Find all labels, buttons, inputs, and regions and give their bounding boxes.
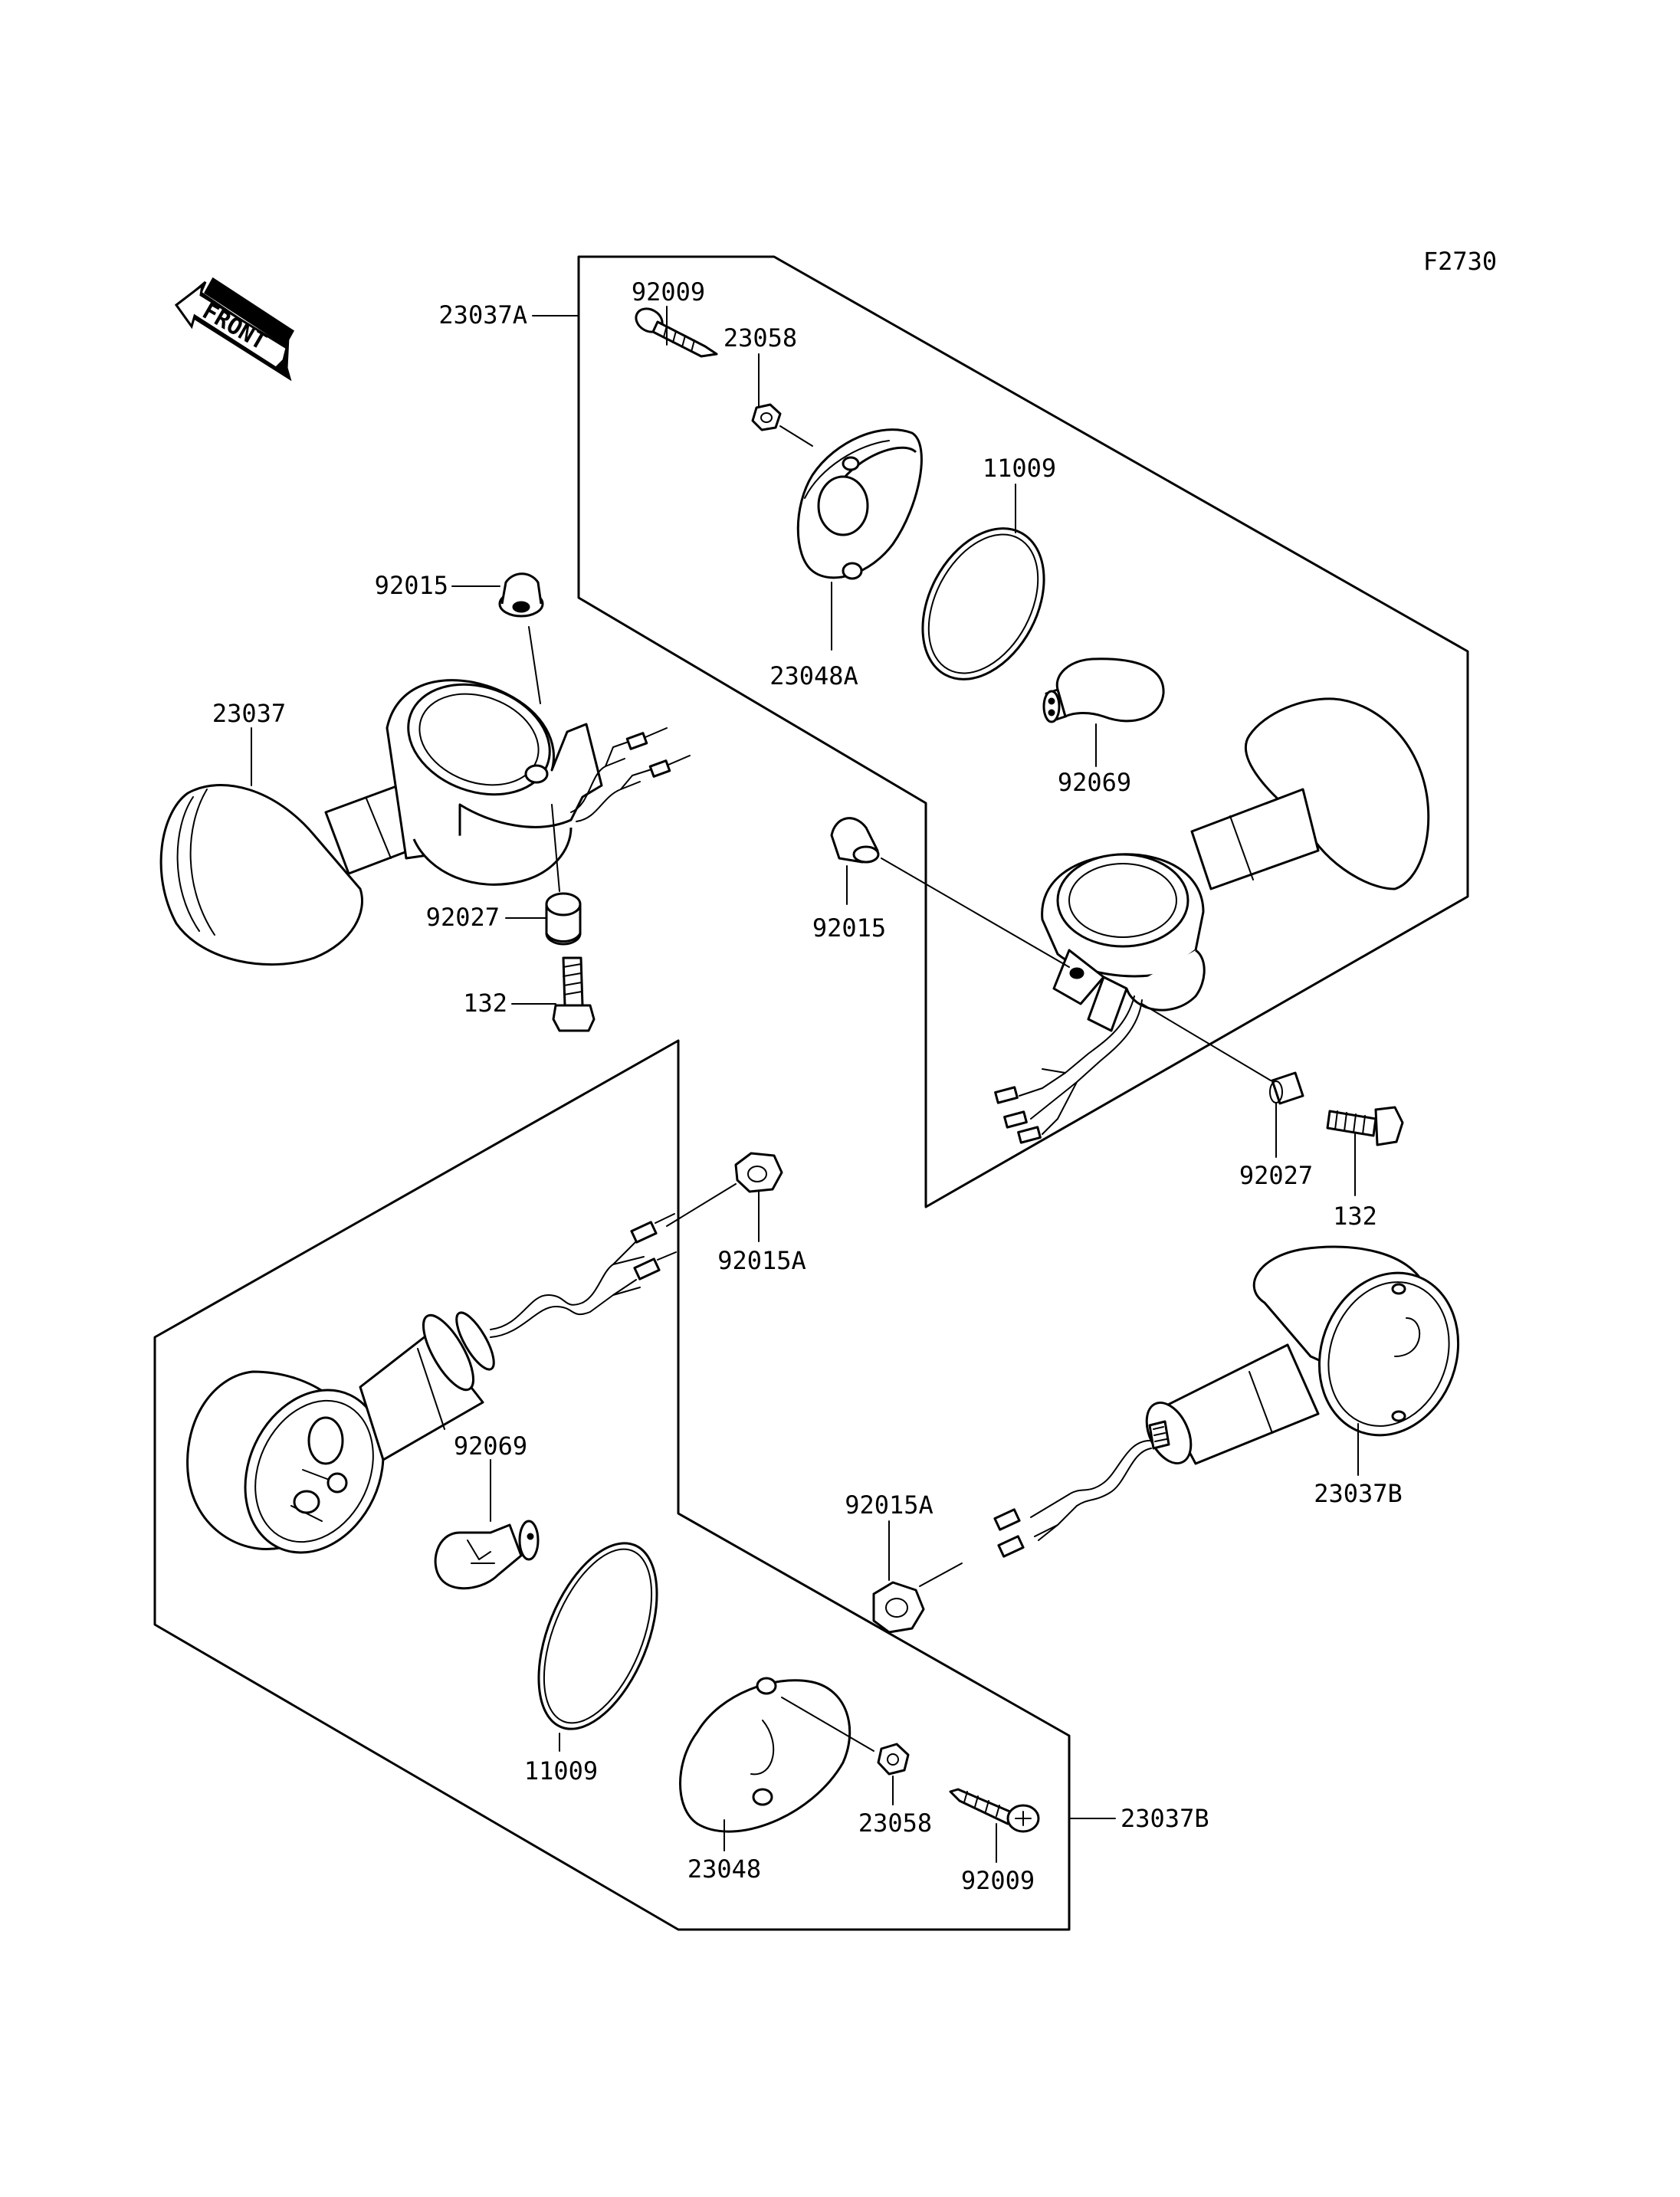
callout-92027-left: 92027 bbox=[426, 903, 500, 932]
bulb-92069-lower bbox=[434, 1520, 540, 1590]
callout-23048a: 23048A bbox=[769, 661, 858, 690]
callout-23037a: 23037A bbox=[438, 300, 527, 330]
callout-92015a-lower: 92015A bbox=[845, 1490, 934, 1520]
callout-92015-left: 92015 bbox=[375, 571, 448, 600]
bulb-92069-upper bbox=[1042, 657, 1165, 723]
callout-132-left: 132 bbox=[463, 989, 507, 1018]
callout-11009-upper: 11009 bbox=[983, 454, 1056, 483]
screw-92009-lower bbox=[949, 1788, 1040, 1833]
callout-92015a-upper: 92015A bbox=[717, 1246, 806, 1275]
callout-23037: 23037 bbox=[212, 699, 286, 728]
callout-92027-right: 92027 bbox=[1239, 1161, 1313, 1190]
callout-92069-lower: 92069 bbox=[454, 1431, 527, 1461]
callout-92009-lower: 92009 bbox=[961, 1866, 1035, 1895]
turn-signal-23037b-right bbox=[993, 1245, 1460, 1558]
gasket-11009-upper bbox=[921, 527, 1045, 680]
bolt-132-left bbox=[552, 956, 596, 1032]
collar-92027-left bbox=[545, 892, 582, 946]
callout-23058-lower: 23058 bbox=[858, 1808, 932, 1838]
turn-signal-23037b-left bbox=[186, 1213, 677, 1554]
figure-code: F2730 bbox=[1423, 247, 1497, 276]
collar-92027-right bbox=[1269, 1071, 1304, 1105]
leader-lines bbox=[251, 306, 1359, 1863]
nut-23058-upper bbox=[751, 403, 782, 431]
cap-nut-92015-left bbox=[498, 572, 544, 618]
flange-nut-92015a-lower bbox=[872, 1581, 925, 1634]
turn-signal-23037 bbox=[159, 679, 691, 966]
callout-92015-right: 92015 bbox=[812, 913, 886, 943]
callout-11009-lower: 11009 bbox=[524, 1756, 598, 1785]
lens-cover-23048a bbox=[796, 428, 923, 580]
callout-23048: 23048 bbox=[687, 1854, 761, 1884]
cap-nut-92015-right bbox=[830, 817, 880, 864]
kit-outline-23037a bbox=[577, 255, 1469, 1208]
bolt-132-right bbox=[1326, 1106, 1404, 1146]
lens-23048-lower bbox=[679, 1677, 851, 1833]
flange-nut-92015a-upper bbox=[734, 1152, 783, 1193]
callout-92009-upper: 92009 bbox=[632, 277, 705, 307]
kit-outline-23037b bbox=[153, 1039, 1071, 1931]
screw-92009-upper bbox=[635, 307, 718, 358]
turn-signal-23037a-right bbox=[994, 697, 1430, 1144]
callout-23037b-right: 23037B bbox=[1314, 1479, 1403, 1508]
front-direction-arrow: FRONT bbox=[174, 277, 294, 382]
callout-132-right: 132 bbox=[1333, 1202, 1377, 1231]
callout-23037b-kit: 23037B bbox=[1121, 1804, 1209, 1833]
nut-23058-lower bbox=[877, 1743, 910, 1776]
callout-92069-upper: 92069 bbox=[1058, 768, 1131, 797]
gasket-11009-lower bbox=[537, 1542, 658, 1730]
callout-23058-upper: 23058 bbox=[724, 323, 797, 353]
